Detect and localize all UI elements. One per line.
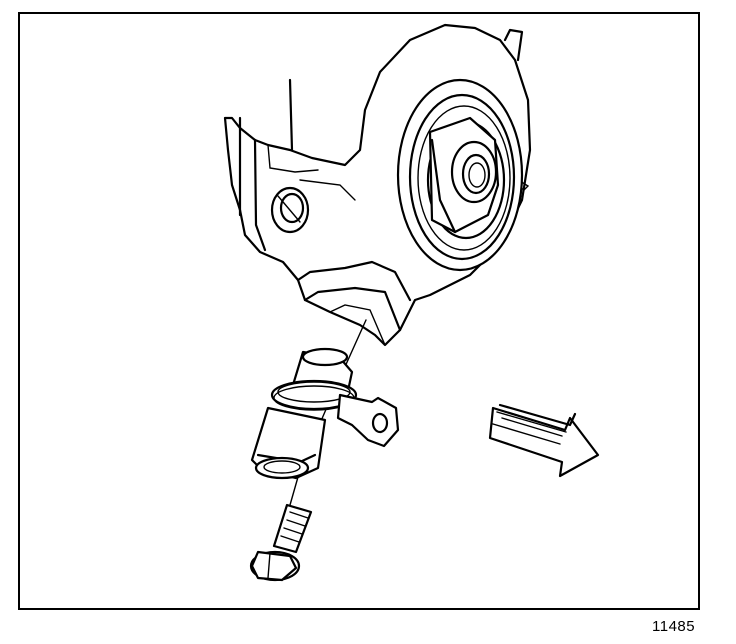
figure-number: 11485 [652,618,696,635]
crankshaft-hub [396,78,524,272]
sensor-bolt [249,503,313,582]
direction-arrow-icon [488,403,600,478]
housing-bolt [270,186,310,234]
crankshaft-position-sensor [250,347,400,480]
